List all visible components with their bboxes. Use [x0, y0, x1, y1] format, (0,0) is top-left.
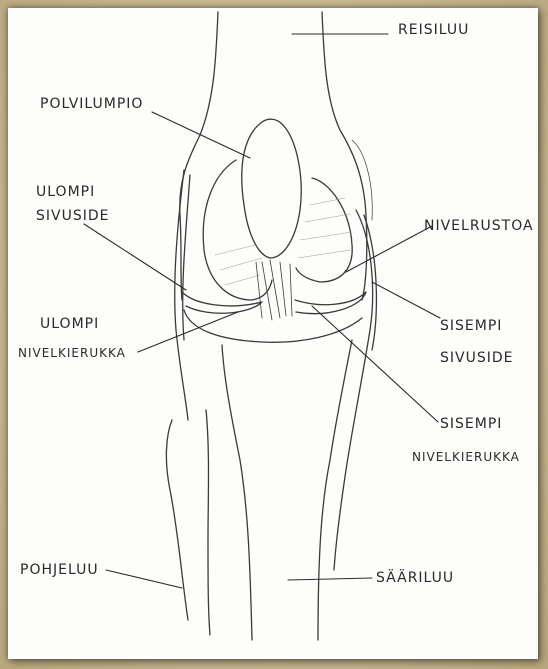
femur-outline-left: [180, 12, 218, 300]
label-pohjeluu: Pohjeluu: [20, 562, 99, 578]
label-ulompi-nivelkierukka-line2: nivelkierukka: [18, 346, 126, 360]
label-nivelrustoa: Nivelrustoa: [424, 218, 534, 234]
tibia-plateau: [184, 310, 362, 342]
label-ulompi-sivuside-line2: sivuside: [36, 208, 109, 224]
label-sisempi-sivuside-line1: Sisempi: [440, 318, 502, 334]
label-ulompi-sivuside-line1: Ulompi: [36, 184, 95, 200]
femur-condyle-right: [296, 178, 352, 282]
label-ulompi-nivelkierukka-line1: Ulompi: [40, 316, 99, 332]
label-sisempi-nivelkierukka-line1: Sisempi: [440, 416, 502, 432]
cruciate-ligaments: [256, 260, 292, 320]
tibia: [222, 340, 352, 640]
fibula: [166, 410, 210, 635]
meniscus-lateral: [182, 292, 262, 313]
leader-ulompi-sivuside: [84, 224, 186, 290]
femur-condyle-left: [203, 160, 272, 300]
leader-nivelrustoa: [346, 226, 432, 272]
label-polvilumpio: Polvilumpio: [40, 96, 143, 112]
leader-saariluu: [288, 578, 372, 580]
cartilage-hatch: [215, 198, 352, 285]
leader-pohjeluu: [106, 570, 182, 588]
label-sisempi-sivuside-line2: sivuside: [440, 350, 513, 366]
leader-sisempi-sivuside: [372, 282, 440, 318]
meniscus-medial: [295, 292, 366, 314]
lateral-collateral-ligament: [175, 170, 190, 420]
femur-shadow: [352, 140, 372, 220]
label-saariluu: Sääriluu: [376, 570, 454, 586]
medial-collateral-ligament: [334, 210, 376, 570]
label-reisiluu: Reisiluu: [398, 22, 469, 38]
leader-polvilumpio: [152, 112, 250, 158]
femur-outline-right: [322, 12, 367, 300]
label-sisempi-nivelkierukka-line2: nivelkierukka: [412, 450, 520, 464]
patella: [242, 119, 301, 258]
